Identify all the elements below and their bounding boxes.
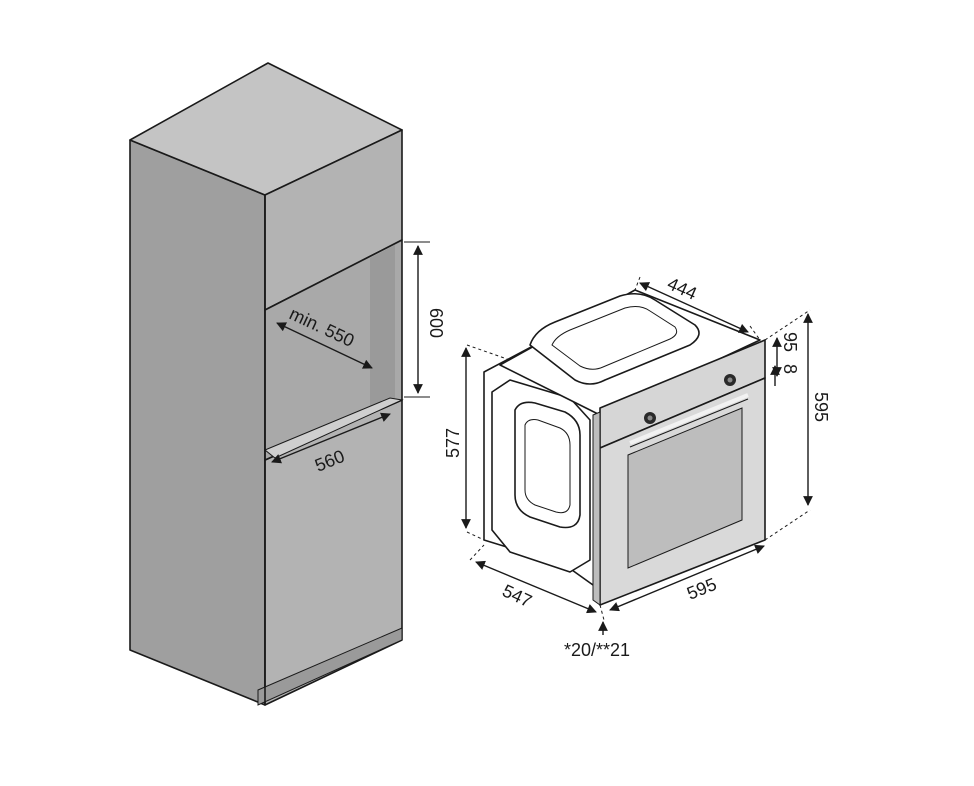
oven-side-recess [514,401,581,529]
oven-body-height-dimension: 577 [443,347,471,529]
cabinet-height-label: 600 [426,308,446,338]
cabinet-plinth [257,627,403,706]
oven-height-label: 595 [811,392,831,422]
built-in-oven [483,289,766,606]
oven-door-dimension: *20/**21 [564,621,630,660]
oven-height-dimension: 595 [803,313,831,506]
oven-door-edge [592,411,601,606]
oven-top-depth-label: 444 [664,273,700,303]
oven-panel-label: 95 [780,332,800,352]
oven-gap-label: 8 [780,364,800,374]
oven-width-label: 595 [684,574,719,604]
cabinet-niche-shadow [370,245,395,412]
oven-door-label: *20/**21 [564,640,630,660]
cabinet-height-dimension: 600 [404,241,446,398]
tall-cabinet [129,62,404,706]
construction-lines [466,276,811,621]
cabinet-side-panel [129,139,266,706]
oven-depth-label: 547 [499,580,535,611]
oven-body-height-label: 577 [443,428,463,458]
oven-gap-dimension: 8 [770,364,800,386]
door-handle [629,393,749,445]
oven-door-glass [627,407,743,569]
